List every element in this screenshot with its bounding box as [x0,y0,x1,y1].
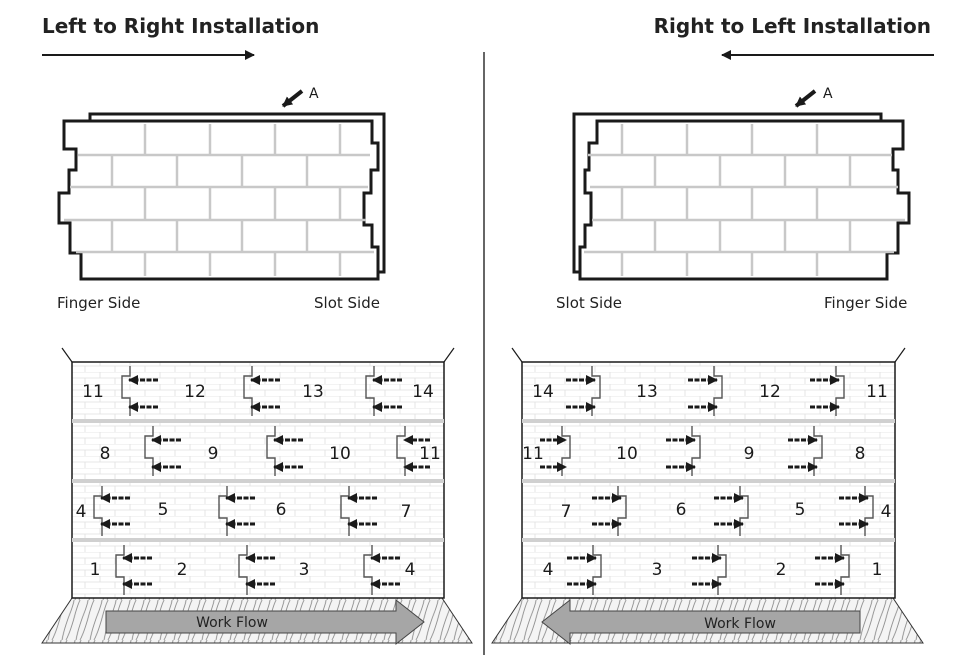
panel-number: 12 [759,382,781,402]
panel-number: 5 [158,500,169,520]
left-work-flow-label: Work Flow [196,615,268,631]
panel-number: 7 [401,502,412,522]
panel-number: 12 [184,382,206,402]
panel-number: 10 [329,444,351,464]
left-wall-panel-numbers: 11 12 13 14 8 9 10 11 4 5 6 7 1 2 3 4 [76,382,441,580]
panel-number: 4 [405,560,416,580]
right-wall-panel-numbers: 14 13 12 11 11 10 9 8 7 6 5 4 4 3 2 1 [522,382,891,580]
right-panel-finger-side-label: Finger Side [824,294,908,312]
panel-number: 8 [100,444,111,464]
panel-number: 11 [866,382,888,402]
panel-number: 11 [522,444,544,464]
left-room [41,347,473,646]
panel-number: 4 [76,502,87,522]
right-panel-profile: A [572,86,911,281]
left-panel-profile: A [57,86,386,281]
right-panel-slot-side-label: Slot Side [556,294,622,312]
panel-number: 6 [276,500,287,520]
panel-number: 13 [302,382,324,402]
right-work-flow-label: Work Flow [704,616,776,632]
panel-number: 8 [855,444,866,464]
panel-number: 10 [616,444,638,464]
panel-number: 11 [419,444,441,464]
right-panel-marker-a: A [823,86,833,102]
left-panel-marker-a: A [309,86,319,102]
panel-number: 1 [90,560,101,580]
panel-number: 3 [652,560,663,580]
right-install-heading: Right to Left Installation [653,14,931,38]
panel-number: 9 [744,444,755,464]
panel-number: 11 [82,382,104,402]
panel-number: 4 [881,502,892,522]
panel-number: 5 [795,500,806,520]
right-room [491,347,924,646]
panel-number: 1 [872,560,883,580]
left-panel-slot-side-label: Slot Side [314,294,380,312]
panel-number: 9 [208,444,219,464]
panel-number: 14 [532,382,554,402]
panel-number: 2 [177,560,188,580]
left-panel-finger-side-label: Finger Side [57,294,141,312]
panel-number: 13 [636,382,658,402]
panel-number: 7 [561,502,572,522]
left-install-heading: Left to Right Installation [42,14,320,38]
panel-number: 3 [299,560,310,580]
panel-number: 14 [412,382,434,402]
panel-number: 2 [776,560,787,580]
panel-number: 4 [543,560,554,580]
panel-number: 6 [676,500,687,520]
